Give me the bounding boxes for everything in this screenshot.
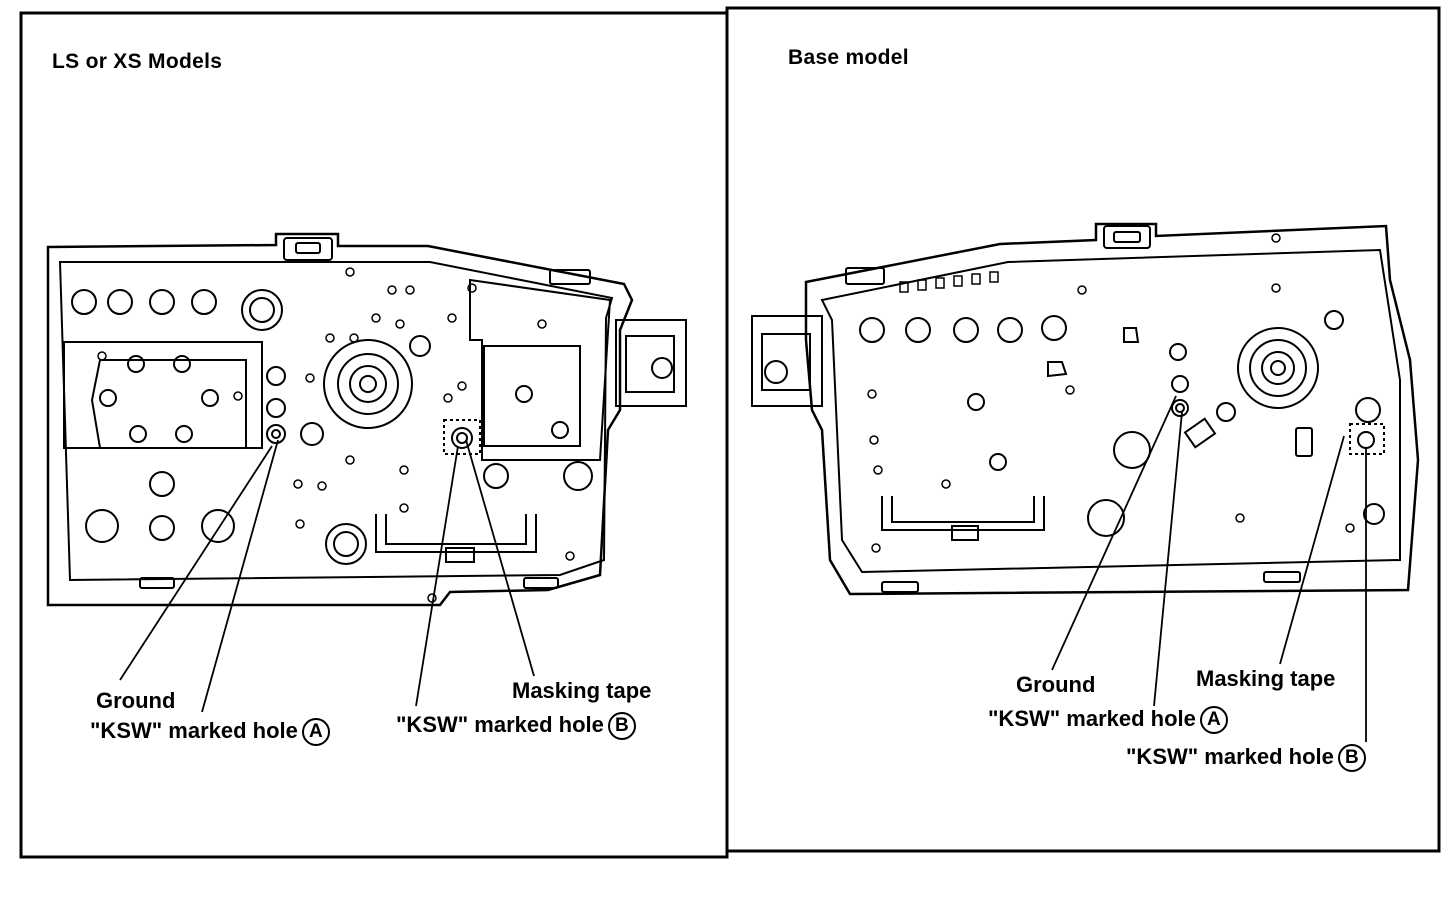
right-bulb-sockets-top [859,315,1067,343]
left-housing-outline [46,232,634,607]
right-gauge-cluster-back [751,222,1420,596]
right-masking-tape-label: Masking tape [1196,666,1336,691]
left-hole-b-marker: B [607,712,636,740]
right-ksw-hole-a-group [1169,343,1217,449]
right-bottom-connector-1 [881,581,919,593]
left-ground-label: Ground [96,688,176,713]
right-panel-frame [725,6,1441,853]
left-ksw-hole-a-text: "KSW" marked hole [90,717,298,743]
left-ksw-hole-a-group [266,366,286,444]
right-bottom-connector-2 [1263,571,1301,583]
left-center-hub [300,335,431,446]
left-plate-screws [99,355,219,443]
right-panel-title: Base model [788,46,909,69]
right-ksw-hole-a-text: "KSW" marked hole [988,705,1196,731]
left-bulb-sockets-bottom [85,461,593,565]
left-right-plate [469,278,612,461]
left-ksw-hole-b-text: "KSW" marked hole [396,711,604,737]
left-gauge-cluster-back [46,232,687,607]
left-bulb-sockets-top [71,289,283,331]
right-ksw-hole-b-group [1349,397,1385,455]
left-side-connector [615,319,687,407]
right-top-connector [1103,225,1151,249]
left-panel-title: LS or XS Models [52,50,223,73]
right-center-hub [1216,310,1344,422]
left-bottom-connector-2 [523,577,559,589]
right-ground-label: Ground [1016,672,1096,697]
left-circuit-plate [63,341,263,449]
left-ksw-hole-b-group [443,419,481,455]
left-housing-inner [58,261,614,582]
right-side-connector [751,315,823,407]
right-ksw-hole-b-text: "KSW" marked hole [1126,743,1334,769]
right-hole-b-marker: B [1337,744,1366,772]
left-leader-lines [119,439,535,713]
left-hole-a-marker: A [301,718,330,746]
left-bottom-connector-1 [139,577,175,589]
right-hole-a-marker: A [1199,706,1228,734]
right-housing-outline [804,222,1420,596]
right-leader-lines [1051,395,1367,742]
left-masking-tape-label: Masking tape [512,678,652,703]
right-housing-inner [820,248,1401,574]
left-top-connector [283,237,333,261]
